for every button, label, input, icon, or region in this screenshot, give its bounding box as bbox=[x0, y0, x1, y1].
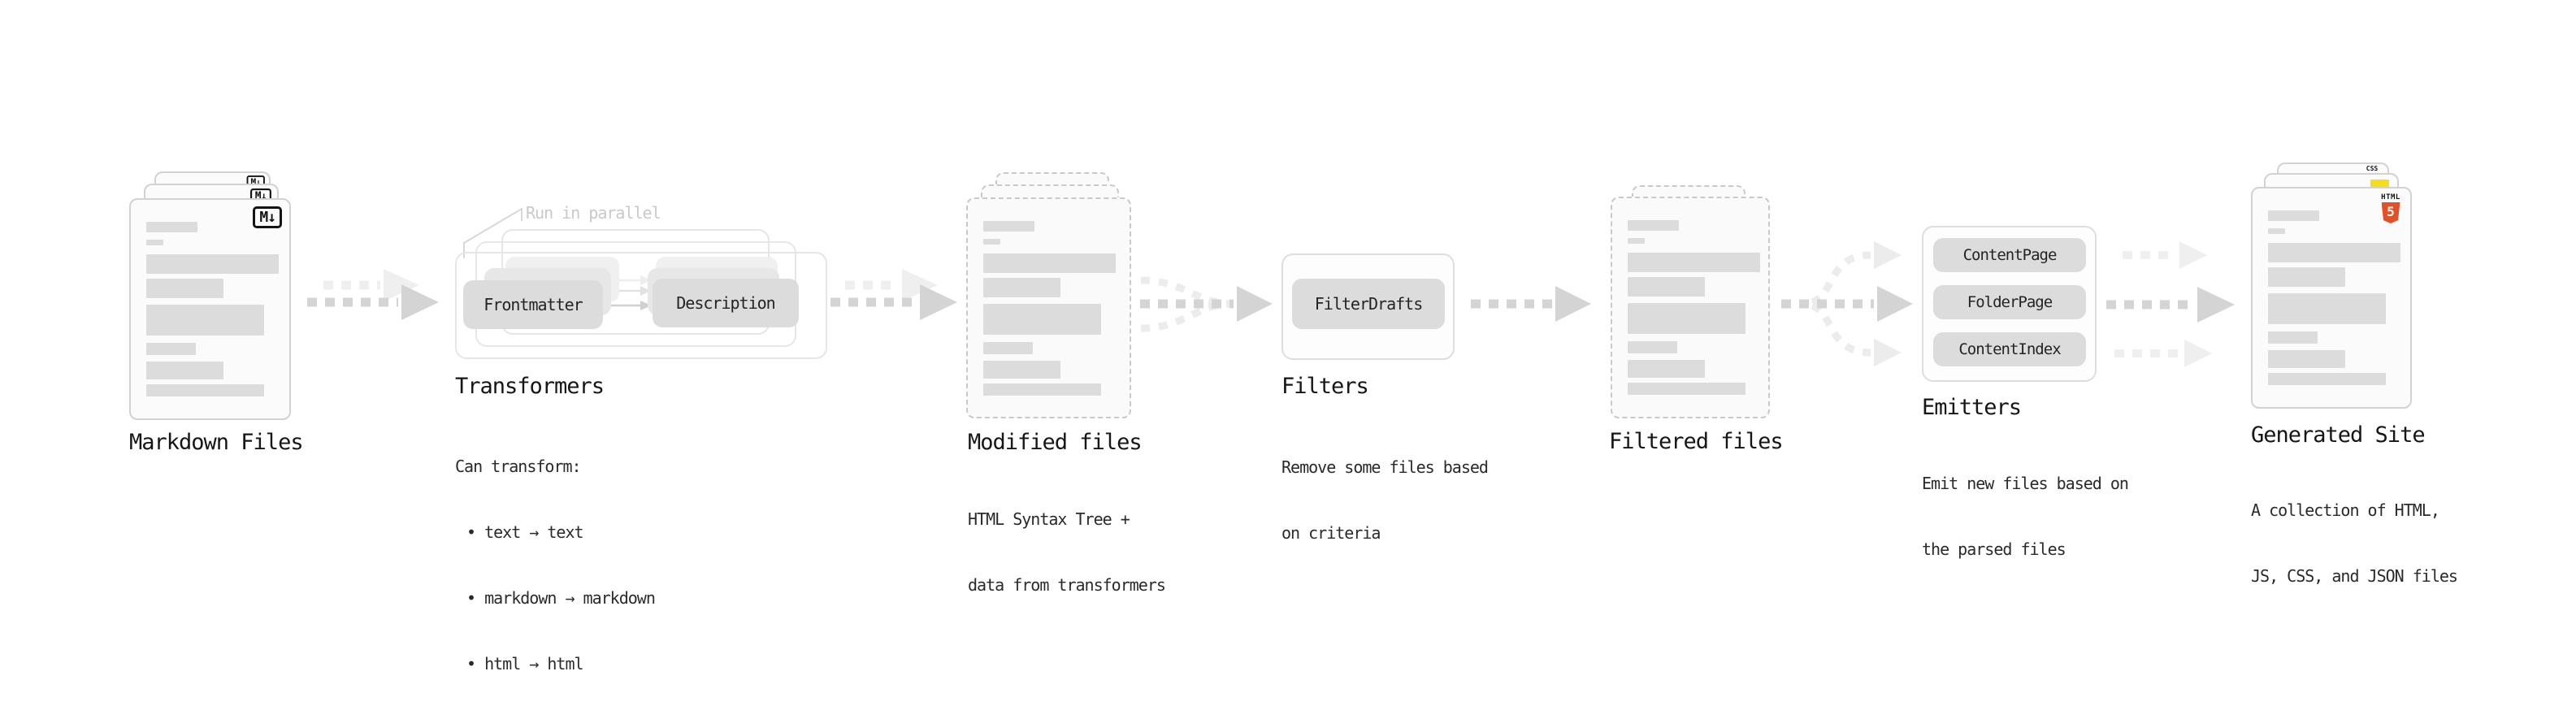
skeleton-bar bbox=[2268, 267, 2345, 287]
document-skeleton bbox=[146, 200, 281, 396]
file-card-front bbox=[966, 197, 1131, 418]
desc-line: data from transformers bbox=[968, 575, 1166, 595]
stage-desc-transformers: Can transform: • text → text • markdown … bbox=[455, 412, 656, 719]
skeleton-bar bbox=[1628, 383, 1746, 395]
skeleton-bar bbox=[146, 343, 196, 355]
markdown-icon: M↓ bbox=[253, 206, 282, 228]
html5-icon-label: HTML bbox=[2381, 193, 2400, 201]
stage-label-transformers: Transformers bbox=[455, 374, 605, 399]
skeleton-bar bbox=[146, 254, 279, 274]
desc-bullet: • text → text bbox=[466, 522, 584, 542]
stage-desc-emitters: Emit new files based on the parsed files bbox=[1922, 429, 2129, 604]
skeleton-bar bbox=[146, 240, 163, 245]
skeleton-bar bbox=[1628, 303, 1746, 334]
stage-label-markdown-files: Markdown Files bbox=[129, 430, 304, 455]
file-card-front bbox=[1611, 197, 1770, 418]
desc-bullet: • html → html bbox=[466, 654, 584, 674]
stage-label-generated-site: Generated Site bbox=[2251, 422, 2426, 448]
skeleton-bar bbox=[2268, 293, 2386, 324]
desc-line: A collection of HTML, bbox=[2251, 500, 2440, 520]
skeleton-bar bbox=[1628, 220, 1679, 231]
stage-desc-modified-files: HTML Syntax Tree + data from transformer… bbox=[968, 465, 1166, 640]
skeleton-bar bbox=[983, 304, 1101, 335]
filterdrafts-pill: FilterDrafts bbox=[1292, 279, 1445, 329]
arrow-emitters-to-generated bbox=[2106, 241, 2235, 367]
skeleton-bar bbox=[146, 305, 264, 336]
desc-line: on criteria bbox=[1281, 523, 1381, 543]
skeleton-bar bbox=[983, 253, 1116, 273]
document-skeleton bbox=[2268, 188, 2402, 385]
file-card-front: HTML 5 bbox=[2251, 187, 2412, 409]
folderpage-pill: FolderPage bbox=[1933, 285, 2086, 319]
stage-label-filtered-files: Filtered files bbox=[1609, 429, 1784, 454]
arrow-transformers-to-modified bbox=[830, 269, 957, 320]
file-card-front: M↓ bbox=[129, 198, 291, 420]
skeleton-bar bbox=[1628, 238, 1645, 244]
skeleton-bar bbox=[1628, 360, 1705, 378]
skeleton-bar bbox=[983, 221, 1034, 232]
desc-line: Remove some files based bbox=[1281, 457, 1489, 477]
stage-desc-generated-site: A collection of HTML, JS, CSS, and JSON … bbox=[2251, 456, 2458, 631]
skeleton-bar bbox=[1628, 277, 1705, 297]
stage-desc-filters: Remove some files based on criteria bbox=[1281, 413, 1489, 588]
contentpage-pill: ContentPage bbox=[1933, 238, 2086, 272]
skeleton-bar bbox=[1628, 341, 1677, 353]
transformer-frame-front bbox=[455, 252, 827, 359]
arrow-markdown-to-transformers bbox=[307, 269, 439, 320]
html5-file-icon: HTML 5 bbox=[2381, 193, 2400, 223]
document-skeleton bbox=[1628, 198, 1760, 395]
description-pill: Description bbox=[653, 279, 799, 327]
desc-line: JS, CSS, and JSON files bbox=[2251, 566, 2458, 586]
skeleton-bar bbox=[983, 278, 1060, 297]
skeleton-bar bbox=[983, 383, 1101, 396]
stage-label-emitters: Emitters bbox=[1922, 395, 2022, 420]
skeleton-bar bbox=[983, 239, 1000, 245]
document-skeleton bbox=[983, 199, 1121, 396]
contentindex-pill: ContentIndex bbox=[1933, 332, 2086, 366]
desc-line: Emit new files based on bbox=[1922, 474, 2129, 493]
skeleton-bar bbox=[2268, 373, 2386, 385]
skeleton-bar bbox=[2268, 350, 2345, 368]
skeleton-bar bbox=[146, 362, 223, 379]
desc-line: the parsed files bbox=[1922, 539, 2066, 559]
css-icon-label: CSS bbox=[2366, 165, 2379, 172]
skeleton-bar bbox=[1628, 253, 1760, 272]
skeleton-bar bbox=[146, 222, 197, 232]
skeleton-bar bbox=[2268, 331, 2318, 344]
stage-label-modified-files: Modified files bbox=[968, 430, 1143, 455]
skeleton-bar bbox=[146, 384, 264, 396]
skeleton-bar bbox=[2268, 210, 2319, 221]
skeleton-bar bbox=[146, 279, 223, 298]
skeleton-bar bbox=[2268, 243, 2400, 262]
html5-icon-shield: 5 bbox=[2381, 202, 2400, 223]
run-in-parallel-label: Run in parallel bbox=[526, 203, 661, 223]
arrow-filtered-to-emitters bbox=[1781, 241, 1913, 366]
desc-line: HTML Syntax Tree + bbox=[968, 509, 1130, 529]
stage-label-filters: Filters bbox=[1281, 374, 1369, 399]
pipeline-diagram: M↓ M↓ M↓ Markdown Files Run in parallel … bbox=[129, 162, 2458, 674]
frontmatter-pill: Frontmatter bbox=[463, 280, 603, 329]
desc-bullet: • markdown → markdown bbox=[466, 588, 656, 608]
desc-line: Can transform: bbox=[455, 457, 582, 476]
skeleton-bar bbox=[2268, 228, 2285, 234]
arrow-filters-to-filtered bbox=[1471, 286, 1591, 322]
skeleton-bar bbox=[983, 361, 1060, 379]
skeleton-bar bbox=[983, 342, 1033, 354]
arrow-modified-to-filters bbox=[1140, 276, 1273, 332]
